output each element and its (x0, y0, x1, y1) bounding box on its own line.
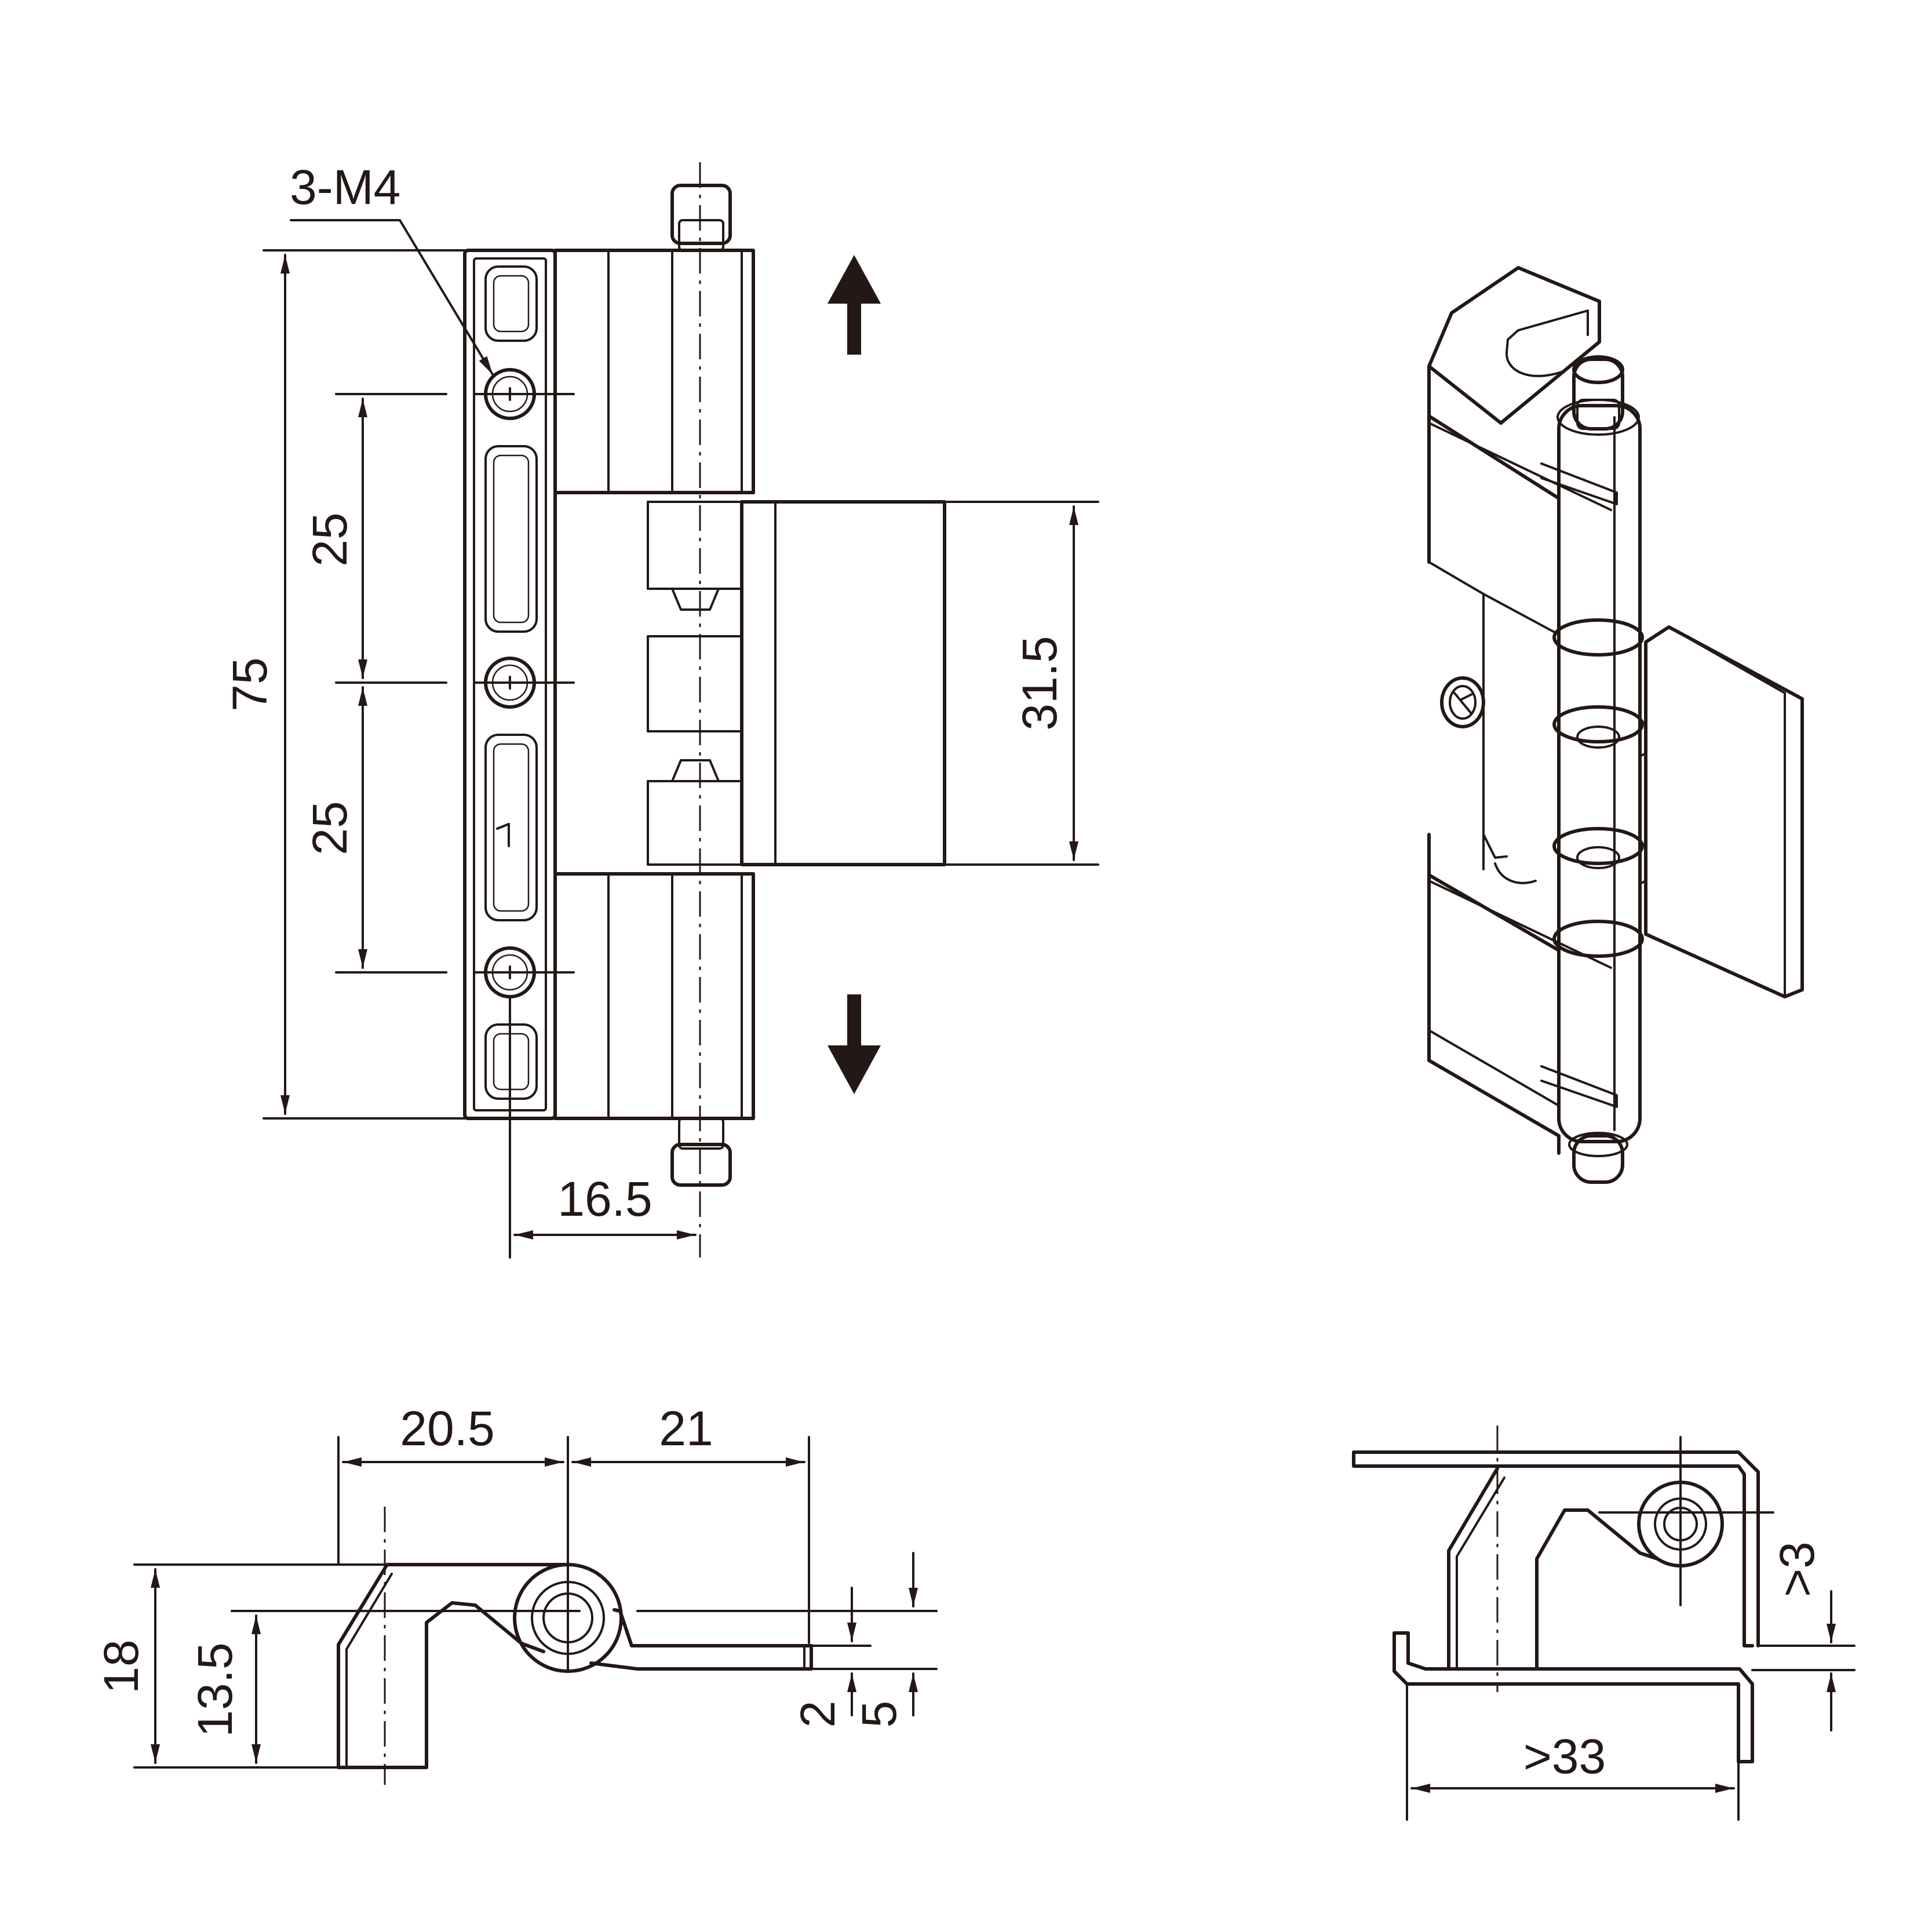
slot-top (484, 265, 538, 342)
width-left-label: 20.5 (400, 1401, 495, 1456)
thread-callout-label: 3-M4 (290, 160, 400, 214)
min-gap-label: >3 (1770, 1541, 1824, 1597)
arrow-up-icon (828, 255, 881, 355)
leaf-thickness-label: 2 (790, 1701, 845, 1728)
front-view: 3-M4 75 25 25 31.5 16.5 (223, 160, 1099, 1259)
slot-lower (484, 734, 538, 921)
height-pin-label: 13.5 (188, 1642, 242, 1737)
arrow-down-icon (828, 994, 881, 1094)
pin-offset-label: 16.5 (557, 1172, 652, 1226)
side-view: 20.5 21 18 13.5 2 5 (94, 1401, 938, 1785)
width-right-label: 21 (659, 1401, 713, 1456)
pin-top (670, 184, 732, 251)
mounting-view: >3 >33 (1352, 1426, 1856, 1821)
pin-bottom (670, 1117, 732, 1187)
leaf-width-label: 31.5 (1012, 636, 1067, 731)
hole-spacing-lower-label: 25 (302, 801, 357, 855)
height-overall-label: 18 (94, 1639, 148, 1693)
hole-spacing-upper-label: 25 (302, 512, 357, 566)
isometric-view (1427, 266, 1804, 1184)
min-width-label: >33 (1523, 1729, 1606, 1784)
leaf-offset-label: 5 (852, 1701, 906, 1728)
slot-upper (484, 445, 538, 633)
overall-height-label: 75 (223, 657, 277, 711)
